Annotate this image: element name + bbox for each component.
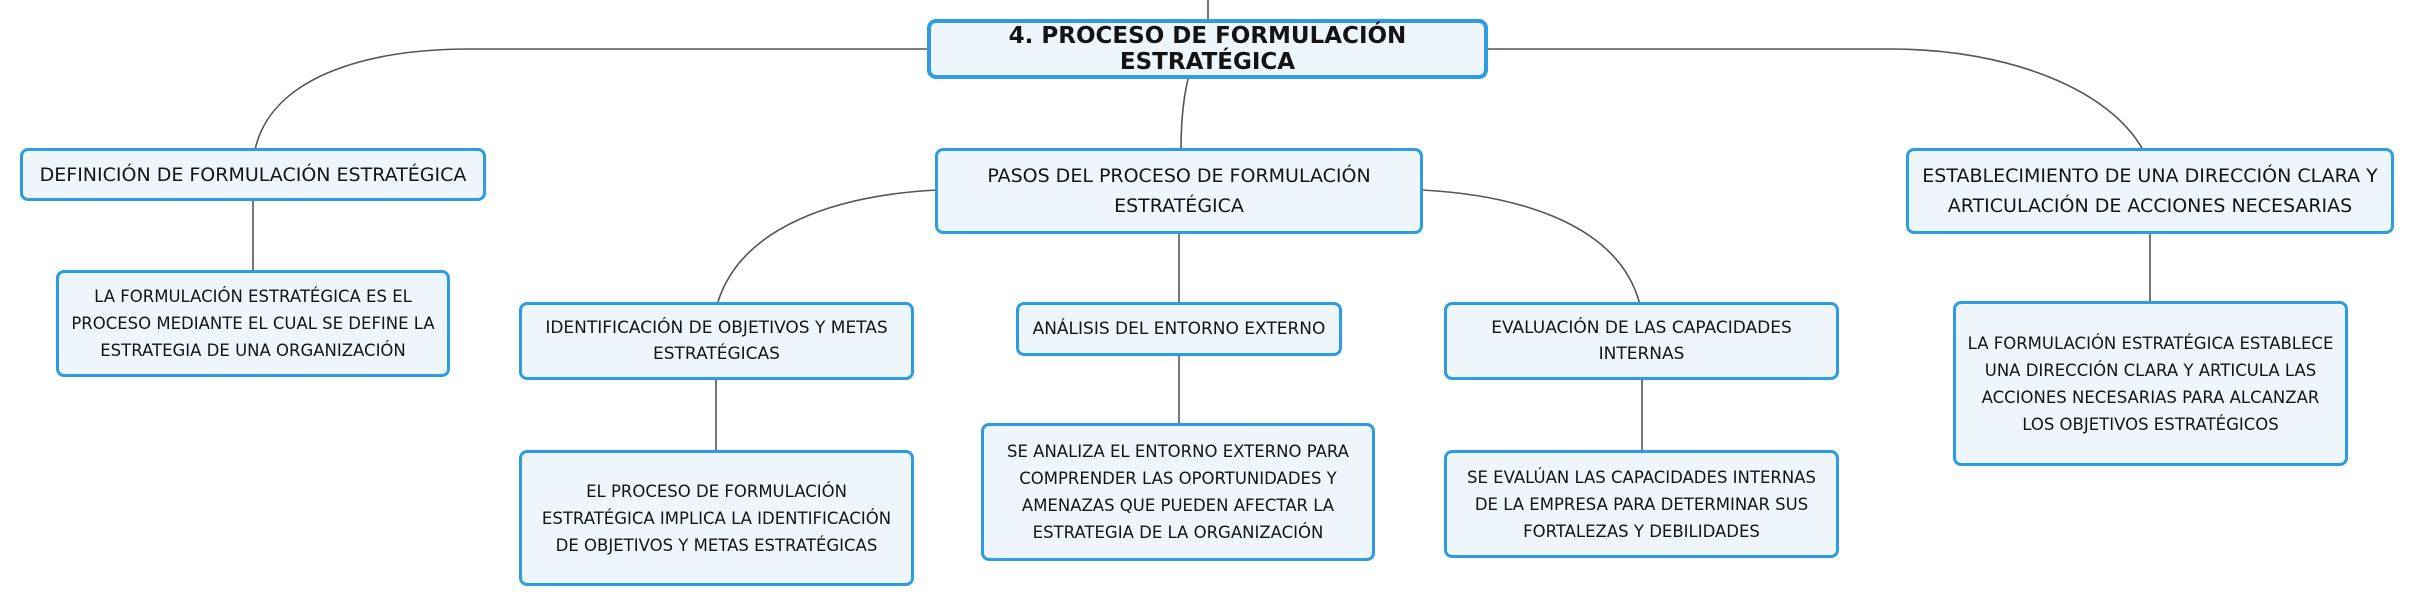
node-identificacion-detail-label: EL PROCESO DE FORMULACIÓN ESTRATÉGICA IM… — [541, 481, 892, 555]
node-evaluacion-detail[interactable]: SE EVALÚAN LAS CAPACIDADES INTERNAS DE L… — [1444, 450, 1839, 558]
node-analisis-detail-label: SE ANALIZA EL ENTORNO EXTERNO PARA COMPR… — [1007, 442, 1349, 542]
node-definicion-label: DEFINICIÓN DE FORMULACIÓN ESTRATÉGICA — [39, 163, 467, 186]
node-establecimiento[interactable]: ESTABLECIMIENTO DE UNA DIRECCIÓN CLARA Y… — [1906, 148, 2394, 234]
root-label: 4. PROCESO DE FORMULACIÓN ESTRATÉGICA — [1008, 23, 1407, 75]
node-establecimiento-detail[interactable]: LA FORMULACIÓN ESTRATÉGICA ESTABLECE UNA… — [1953, 301, 2348, 466]
node-evaluacion-label: EVALUACIÓN DE LAS CAPACIDADES INTERNAS — [1491, 318, 1792, 364]
node-identificacion-label: IDENTIFICACIÓN DE OBJETIVOS Y METAS ESTR… — [545, 318, 888, 364]
connector-root-establecimiento — [1488, 48, 2144, 151]
node-definicion-detail[interactable]: LA FORMULACIÓN ESTRATÉGICA ES EL PROCESO… — [56, 270, 450, 377]
node-analisis[interactable]: ANÁLISIS DEL ENTORNO EXTERNO — [1016, 302, 1342, 356]
node-identificacion-detail[interactable]: EL PROCESO DE FORMULACIÓN ESTRATÉGICA IM… — [519, 450, 914, 586]
connector-pasos-identificacion — [716, 189, 938, 306]
node-pasos-label: PASOS DEL PROCESO DE FORMULACIÓN ESTRATÉ… — [987, 165, 1371, 217]
root-node[interactable]: 4. PROCESO DE FORMULACIÓN ESTRATÉGICA — [927, 19, 1488, 79]
node-evaluacion[interactable]: EVALUACIÓN DE LAS CAPACIDADES INTERNAS — [1444, 302, 1839, 380]
connector-root-pasos — [1180, 78, 1189, 151]
node-analisis-label: ANÁLISIS DEL ENTORNO EXTERNO — [1032, 319, 1326, 339]
connector-root-definicion — [254, 48, 927, 151]
node-evaluacion-detail-label: SE EVALÚAN LAS CAPACIDADES INTERNAS DE L… — [1467, 467, 1816, 541]
node-pasos[interactable]: PASOS DEL PROCESO DE FORMULACIÓN ESTRATÉ… — [935, 148, 1423, 234]
node-definicion-detail-label: LA FORMULACIÓN ESTRATÉGICA ES EL PROCESO… — [71, 287, 435, 360]
node-definicion[interactable]: DEFINICIÓN DE FORMULACIÓN ESTRATÉGICA — [20, 148, 486, 201]
node-establecimiento-detail-label: LA FORMULACIÓN ESTRATÉGICA ESTABLECE UNA… — [1967, 333, 2334, 434]
node-identificacion[interactable]: IDENTIFICACIÓN DE OBJETIVOS Y METAS ESTR… — [519, 302, 914, 380]
connector-pasos-evaluacion — [1420, 189, 1641, 306]
node-establecimiento-label: ESTABLECIMIENTO DE UNA DIRECCIÓN CLARA Y… — [1922, 165, 2378, 217]
node-analisis-detail[interactable]: SE ANALIZA EL ENTORNO EXTERNO PARA COMPR… — [981, 423, 1375, 561]
